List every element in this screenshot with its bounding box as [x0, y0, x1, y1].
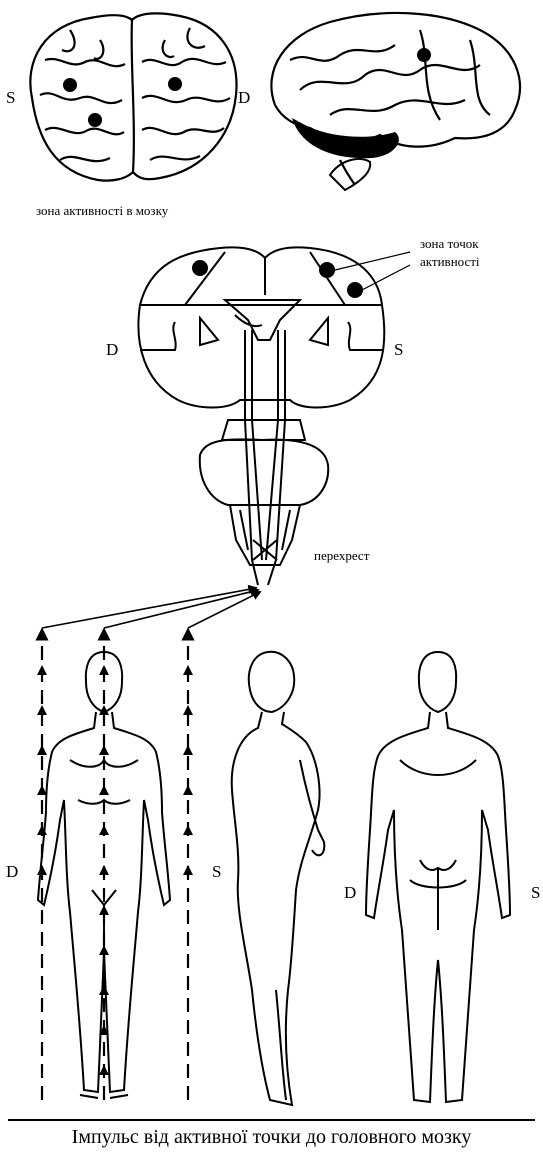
section-right-side-label: S — [394, 340, 403, 360]
crossing-label: перехрест — [314, 548, 369, 564]
impulse-arrows-to-brain — [42, 588, 260, 628]
zone-label-line2: активності — [420, 254, 480, 270]
zone-label-line1: зона точок — [420, 236, 479, 252]
brain-top-points — [63, 77, 182, 127]
brain-side-view — [271, 13, 520, 185]
front-figure-right-label: S — [212, 862, 221, 882]
cerebellum — [292, 118, 399, 158]
section-left-side-label: D — [106, 340, 118, 360]
back-figure — [366, 652, 510, 1102]
back-figure-left-label: D — [344, 883, 356, 903]
brain-zone-caption: зона активності в мозку — [36, 203, 168, 219]
brain-stem-side — [330, 159, 370, 190]
front-figure-left-label: D — [6, 862, 18, 882]
side-figure — [232, 652, 325, 1105]
figure-caption: Імпульс від активної точки до головного … — [0, 1126, 543, 1149]
brain-section — [138, 247, 384, 585]
brain-top-left-side-label: S — [6, 88, 15, 108]
brain-top-view — [30, 13, 236, 180]
back-figure-right-label: S — [531, 883, 540, 903]
arrow-column-heads — [37, 665, 193, 1075]
brain-top-right-side-label: D — [238, 88, 250, 108]
brain-side-point — [417, 48, 431, 62]
